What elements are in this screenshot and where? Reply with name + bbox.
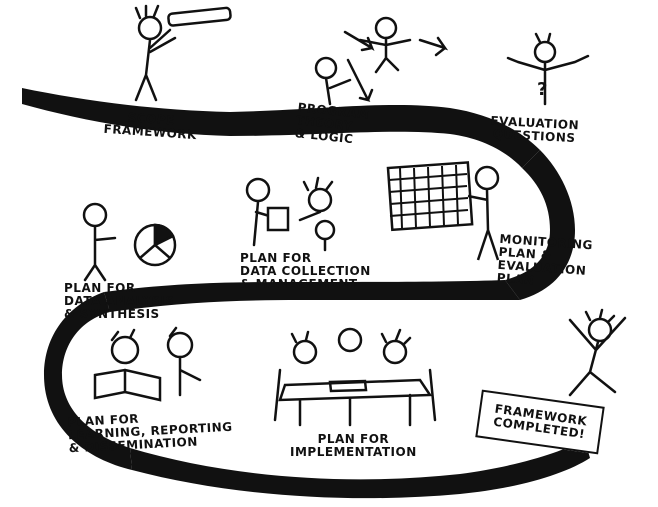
step-8-line-1: PLAN FOR: [317, 432, 390, 446]
svg-text:?: ?: [537, 79, 547, 100]
telescope-person-illustration: [134, 4, 232, 102]
step-5-line-1: PLAN FOR: [240, 251, 312, 265]
step-label-implementation: PLAN FOR IMPLEMENTATION: [290, 433, 417, 459]
implementation-table-illustration: [273, 327, 437, 427]
monitoring-grid-illustration: [386, 161, 500, 261]
step-6-line-3: & SYNTHESIS: [64, 307, 160, 321]
step-label-data-analysis: PLAN FOR DATA ANALYSIS & SYNTHESIS: [64, 282, 174, 321]
step-label-data-collection: PLAN FOR DATA COLLECTION & MANAGEMENT: [240, 252, 371, 291]
learning-reading-illustration: [93, 326, 202, 402]
road-segment-middle: [104, 280, 520, 312]
celebrating-person-illustration: [568, 308, 627, 397]
road-segment-top: [22, 88, 540, 168]
road-segment-right: [505, 150, 575, 300]
winding-road: [22, 88, 590, 499]
step-8-line-2: IMPLEMENTATION: [290, 445, 417, 459]
question-person-illustration: ?: [506, 32, 590, 106]
step-5-line-2: DATA COLLECTION: [240, 264, 371, 278]
step-label-monitoring-plan: MONITORING PLAN & EVALUATION PLAN: [496, 232, 593, 291]
program-theory-illustration: [314, 16, 449, 106]
road-segment-bottom: [130, 440, 590, 499]
data-collection-people-illustration: [245, 176, 336, 252]
step-label-evaluation-questions: EVALUATION QUESTIONS: [489, 114, 579, 146]
step-6-line-2: DATA ANALYSIS: [64, 294, 175, 308]
step-5-line-3: & MANAGEMENT: [240, 277, 358, 291]
road-segment-left: [44, 292, 132, 470]
step-6-line-1: PLAN FOR: [64, 281, 136, 295]
analysis-pie-illustration: [82, 202, 177, 282]
step-label-program-theory: PROGRAM THEORY & LOGIC: [294, 100, 370, 147]
